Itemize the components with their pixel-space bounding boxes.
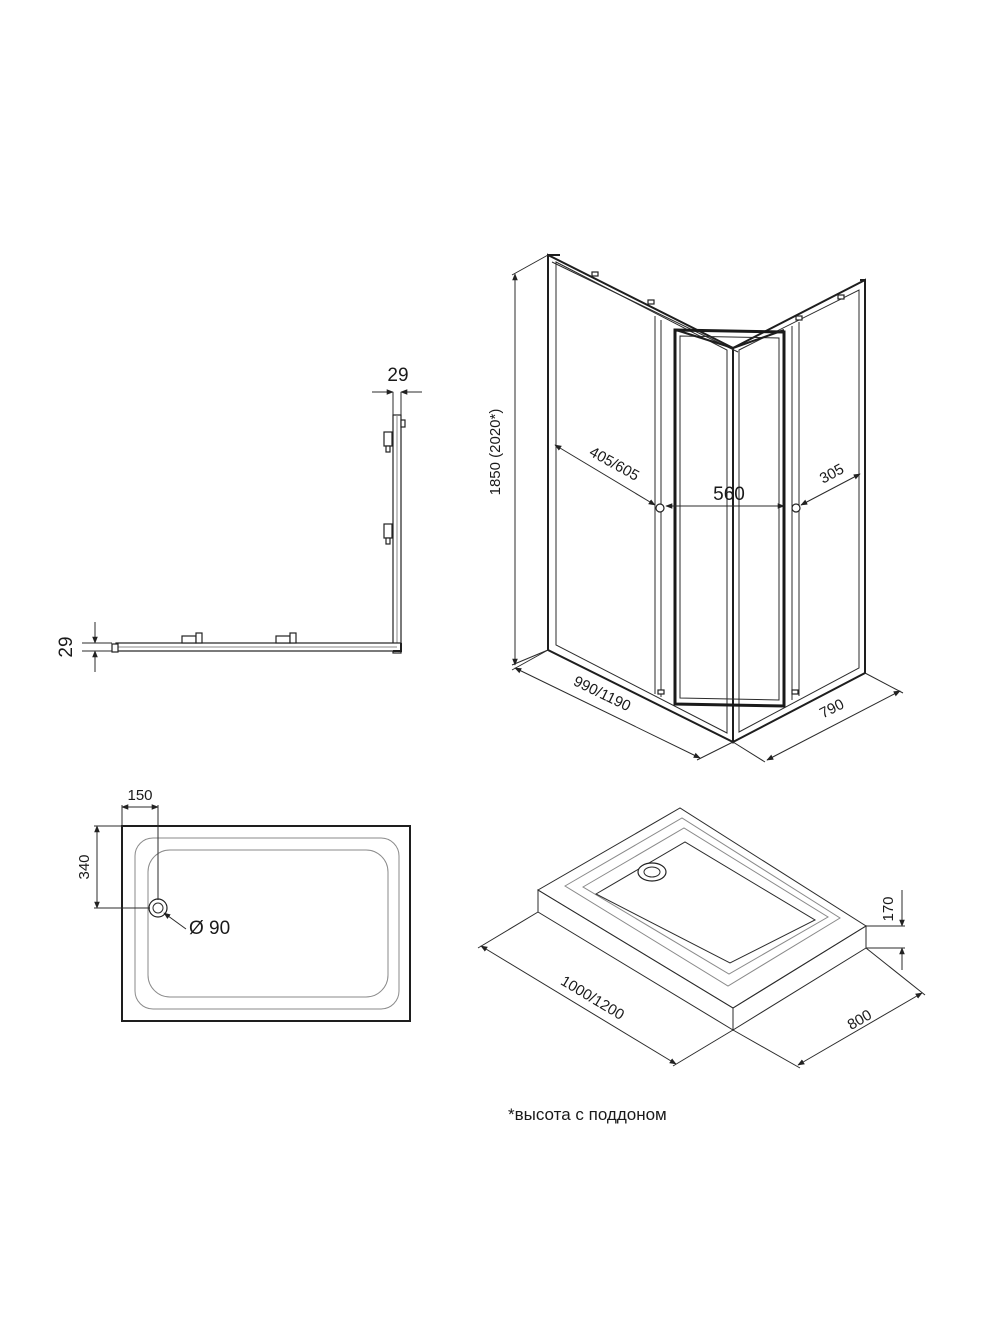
tray-3d-view: 170 1000/1200 800 [477, 807, 926, 1069]
dim-drain-x: 150 [127, 787, 152, 804]
footnote: *высота с поддоном [508, 1105, 667, 1124]
dim-profile-vertical: 29 [387, 365, 408, 386]
dim-door-center: 560 [713, 484, 745, 505]
dim-profile-horizontal: 29 [56, 636, 77, 657]
enclosure-3d-view: 1850 (2020*) 405/605 560 305 990/1190 79… [487, 253, 904, 763]
dim-drain-y: 340 [76, 854, 93, 879]
dim-door-left: 405/605 [586, 443, 642, 484]
dim-enclosure-width: 790 [817, 696, 847, 723]
dim-tray-height: 170 [880, 896, 897, 921]
tray-drain-icon [637, 862, 667, 882]
dim-tray-width: 800 [845, 1006, 875, 1033]
dim-enclosure-length: 990/1190 [571, 673, 634, 715]
tray-top-view: 150 340 Ø 90 [76, 787, 411, 1022]
drain-icon [148, 898, 168, 918]
dim-drain-diameter: Ø 90 [189, 918, 230, 939]
top-view-plan: 29 29 [56, 365, 422, 672]
dim-enclosure-height: 1850 (2020*) [487, 409, 504, 496]
